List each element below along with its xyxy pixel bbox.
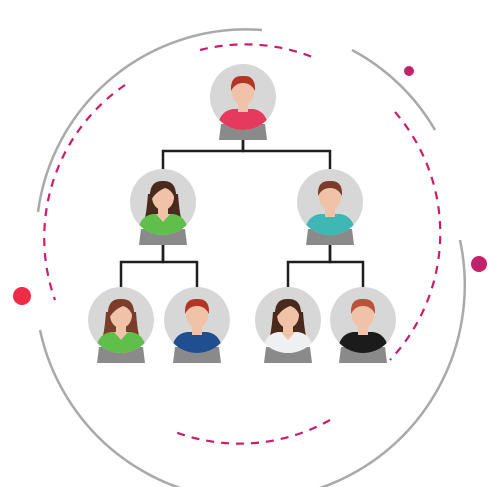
person-node-right-manager: [297, 169, 363, 245]
person-avatar-icon: [337, 298, 389, 353]
person-avatar-icon: [95, 298, 147, 353]
ring-arc-right: [351, 48, 437, 131]
pedestal: [97, 347, 145, 363]
person-node-staff-3: [255, 287, 321, 363]
pedestal: [264, 347, 312, 363]
org-nodes: [88, 64, 396, 363]
pedestal: [173, 347, 221, 363]
magenta-dot-large: [471, 256, 487, 272]
pedestal: [339, 347, 387, 363]
person-avatar-icon: [137, 180, 189, 235]
person-node-root: [210, 64, 276, 140]
connector-line: [161, 245, 199, 287]
connector-lines: [119, 140, 365, 287]
dashed-arc-left: [43, 84, 126, 301]
pedestal: [306, 229, 354, 245]
person-avatar-icon: [262, 298, 314, 353]
magenta-dot-small: [404, 66, 414, 76]
pedestal: [139, 229, 187, 245]
red-dot: [13, 287, 31, 305]
connector-line: [161, 140, 245, 169]
dashed-arc-right: [389, 111, 442, 361]
connector-line: [241, 140, 332, 169]
ring-arc-bottom: [38, 239, 466, 487]
ring-arc-top: [36, 28, 263, 213]
connector-line: [328, 245, 365, 287]
person-avatar-icon: [304, 180, 356, 235]
person-node-staff-2: [164, 287, 230, 363]
person-node-staff-1: [88, 287, 154, 363]
person-avatar-icon: [217, 75, 269, 130]
connector-line: [119, 245, 165, 287]
decorative-ring-group: [13, 28, 487, 487]
connector-line: [286, 245, 332, 287]
dashed-arc-top: [199, 43, 316, 60]
person-node-staff-4: [330, 287, 396, 363]
person-node-left-manager: [130, 169, 196, 245]
pedestal: [219, 124, 267, 140]
dashed-arc-bottom: [174, 419, 331, 445]
person-avatar-icon: [171, 298, 223, 353]
